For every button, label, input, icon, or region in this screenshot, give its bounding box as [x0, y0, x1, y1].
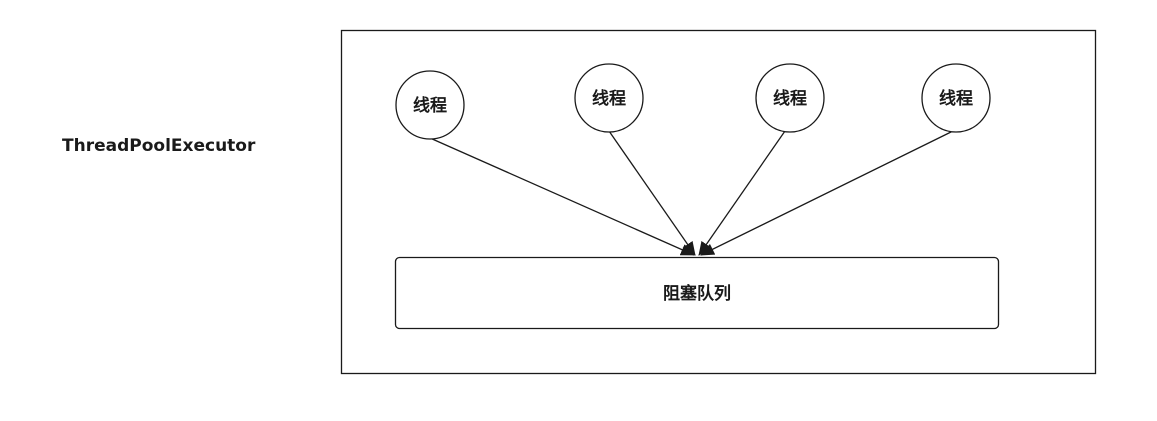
arrows-group — [429, 130, 954, 256]
queue-box — [394, 256, 1000, 330]
blocking-queue: 阻塞队列 — [394, 256, 1000, 330]
thread-node-1: 线程 — [395, 70, 465, 140]
executor-container — [340, 29, 1097, 375]
thread-node-4: 线程 — [921, 63, 991, 133]
thread-label: 线程 — [773, 88, 807, 109]
thread-circle — [921, 63, 991, 133]
thread-circle — [395, 70, 465, 140]
thread-label: 线程 — [592, 88, 626, 109]
thread-node-3: 线程 — [755, 63, 825, 133]
thread-circle — [755, 63, 825, 133]
arrow-thread-4-to-queue — [700, 130, 954, 256]
diagram-title: ThreadPoolExecutor — [62, 136, 256, 156]
thread-label: 线程 — [413, 95, 447, 116]
arrow-thread-3-to-queue — [698, 130, 786, 256]
arrow-thread-1-to-queue — [429, 137, 695, 256]
arrow-thread-2-to-queue — [608, 130, 696, 256]
thread-node-2: 线程 — [574, 63, 644, 133]
queue-label: 阻塞队列 — [663, 283, 731, 304]
thread-label: 线程 — [939, 88, 973, 109]
thread-circle — [574, 63, 644, 133]
